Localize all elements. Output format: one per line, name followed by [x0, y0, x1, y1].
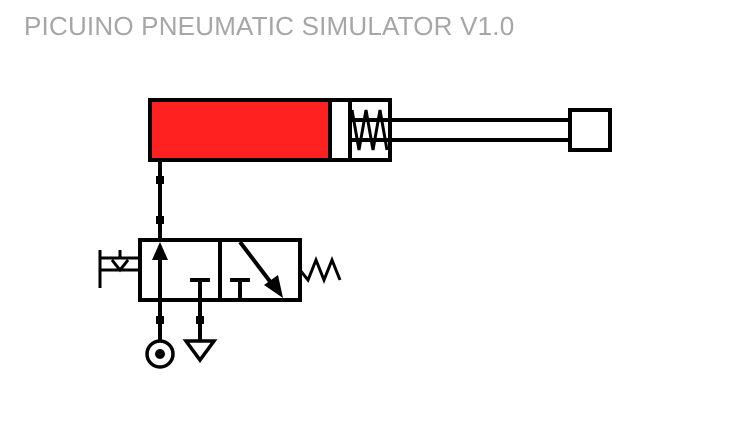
cylinder-body — [148, 98, 392, 162]
cylinder-piston — [328, 98, 352, 162]
supply-pipe — [156, 160, 164, 240]
valve-3-2[interactable] — [98, 238, 342, 302]
pipe-connector — [156, 316, 164, 324]
push-button-icon[interactable] — [98, 250, 140, 288]
cylinder-chamber-fill — [152, 102, 330, 158]
spring-icon — [350, 109, 389, 151]
exhaust-icon — [182, 300, 218, 363]
valve-position-left — [152, 242, 210, 300]
app-title: PICUINO PNEUMATIC SIMULATOR V1.0 — [24, 11, 515, 41]
flow-path-line — [238, 240, 277, 290]
single-acting-cylinder[interactable] — [148, 98, 612, 162]
exhaust-triangle — [182, 339, 218, 363]
cylinder-rod-end — [568, 108, 612, 152]
arrow-diagonal-icon — [264, 275, 283, 298]
source-outer-ring — [145, 339, 175, 369]
pipe-connector — [156, 176, 164, 184]
valve-position-right — [230, 240, 283, 300]
arrow-up-icon — [152, 242, 168, 260]
pipe-connector — [196, 316, 204, 324]
actuator-detent — [110, 259, 130, 273]
pipe-connector — [156, 216, 164, 224]
pressure-source-icon[interactable] — [145, 300, 175, 369]
spring-icon — [298, 255, 342, 285]
source-center-dot — [155, 349, 165, 359]
